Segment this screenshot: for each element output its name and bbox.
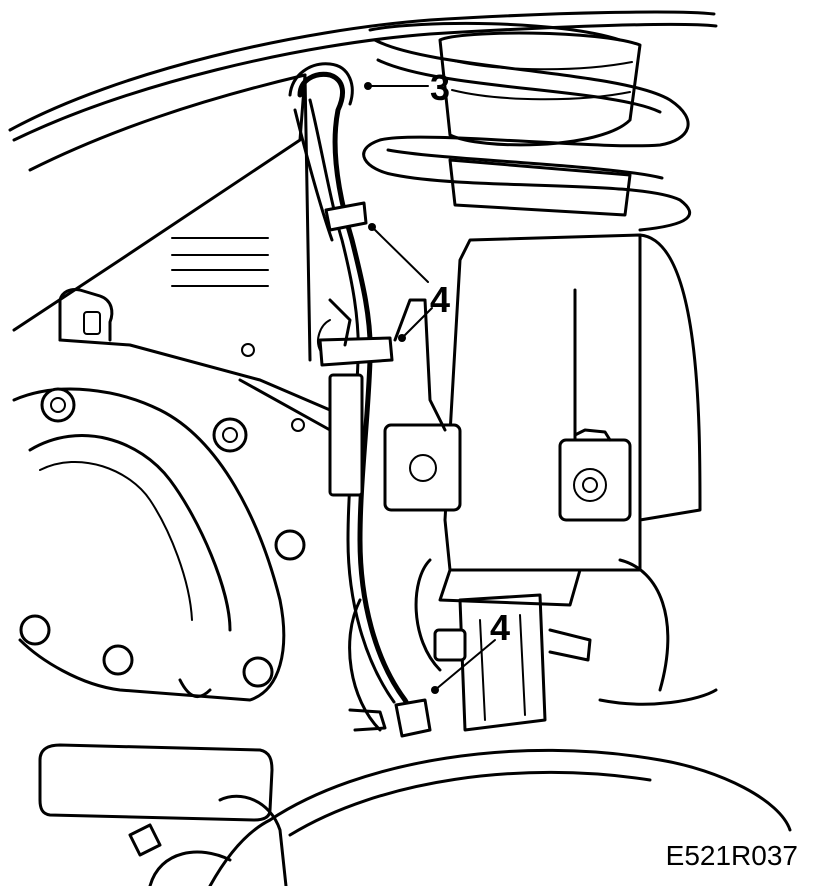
cable-bracket — [328, 373, 364, 497]
coil-spring — [362, 21, 692, 232]
cable-clip-upper — [324, 201, 368, 232]
brake-disc — [208, 748, 792, 886]
leader-line-4-lower — [431, 639, 496, 694]
cable-clip-middle — [317, 298, 447, 432]
cable-clip-lower — [348, 698, 432, 738]
wheel-arch — [8, 10, 718, 172]
abs-sensor-cable — [288, 62, 418, 721]
callout-3: 3 — [430, 67, 450, 108]
leader-line-3 — [364, 82, 429, 90]
inner-panel — [12, 73, 332, 432]
lower-knuckle — [348, 558, 718, 732]
callout-4-upper: 4 — [430, 279, 450, 320]
reference-code: E521R037 — [665, 840, 798, 871]
strut-body — [383, 233, 702, 607]
brake-caliper — [38, 743, 288, 886]
callout-4-lower: 4 — [490, 607, 510, 648]
hub-housing — [12, 387, 306, 702]
leader-line-4-upper — [368, 223, 433, 342]
